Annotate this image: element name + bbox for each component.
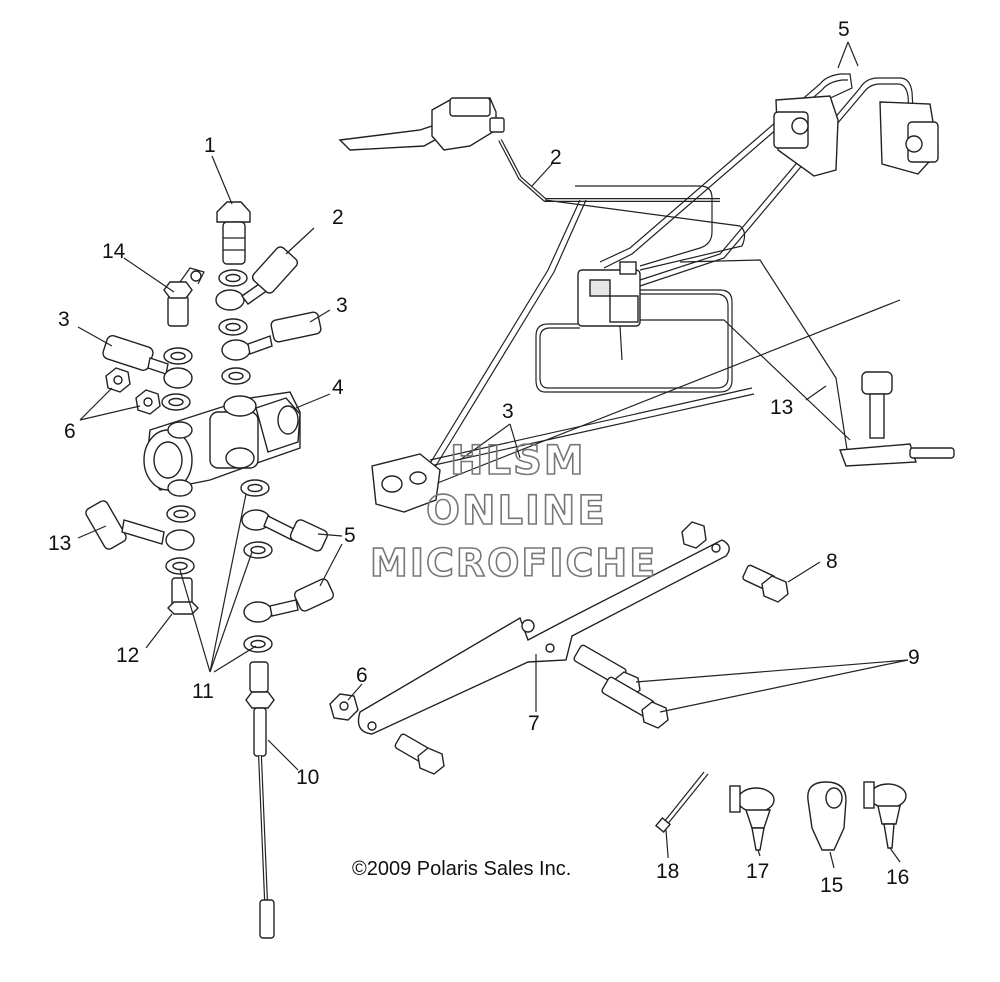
part-14-brake-switch <box>163 267 205 327</box>
callout-6-left: 6 <box>64 420 76 443</box>
callout-16: 16 <box>886 866 909 889</box>
callout-8: 8 <box>826 550 838 573</box>
part-10-brake-hose <box>245 661 275 939</box>
front-brake-caliper <box>371 453 441 513</box>
callout-5-left: 5 <box>344 524 356 547</box>
part-12-banjo-bolt <box>167 577 199 615</box>
routed-brake-line-2 <box>498 139 720 202</box>
leader-lines-left <box>77 155 343 771</box>
part-13-brake-hose-fitting-left <box>85 500 165 550</box>
part-15-clip <box>807 781 847 851</box>
callout-1: 1 <box>204 134 216 157</box>
part-11-washer-stack-lower <box>165 479 273 653</box>
callout-6-lower: 6 <box>356 664 368 687</box>
callout-9: 9 <box>908 646 920 669</box>
leader-lines-lower <box>347 561 909 713</box>
copyright-notice: ©2009 Polaris Sales Inc. <box>352 858 571 880</box>
watermark: HLSM ONLINE MICROFICHE <box>369 437 657 586</box>
part-2-brake-hose-fitting <box>215 246 299 311</box>
callout-17: 17 <box>746 860 769 883</box>
callout-2-left: 2 <box>332 206 344 229</box>
callout-15: 15 <box>820 874 843 897</box>
routed-brake-lines-network <box>419 73 915 487</box>
part-18-cable-tie <box>654 771 709 857</box>
callout-11: 11 <box>192 680 214 703</box>
foot-master-cylinder <box>839 371 955 467</box>
callout-3-left: 3 <box>58 308 70 331</box>
bolt-lower-left <box>394 733 445 775</box>
rear-caliper-brackets <box>773 95 939 177</box>
hand-master-cylinder-lever <box>338 97 505 151</box>
part-11-washer-stack-center <box>218 269 251 385</box>
callout-2-upper: 2 <box>550 146 562 169</box>
callout-12: 12 <box>116 644 139 667</box>
callout-3-center: 3 <box>502 400 514 423</box>
watermark-line-2: ONLINE <box>426 488 607 534</box>
callout-18: 18 <box>656 860 679 883</box>
part-16-clip <box>863 781 907 849</box>
callout-3-left-upper: 3 <box>336 294 348 317</box>
part-9-bolts <box>573 644 669 729</box>
part-7-brake-line-bracket <box>357 539 730 735</box>
part-6-nut-lower <box>329 521 707 721</box>
callout-numbers: 1 2 14 3 3 4 6 13 5 12 11 10 5 2 3 13 8 … <box>48 18 920 897</box>
part-17-clip <box>729 785 775 851</box>
part-3-brake-hose-fitting-upper <box>221 311 322 361</box>
callout-7: 7 <box>528 712 540 735</box>
part-8-bolt <box>742 564 789 603</box>
callout-5-upper: 5 <box>838 18 850 41</box>
part-5-brake-hose-fittings <box>241 509 335 623</box>
watermark-line-1: HLSM <box>450 438 586 484</box>
part-1-banjo-bolt <box>216 201 251 265</box>
callout-4: 4 <box>332 376 344 399</box>
leader-lines-clips <box>667 847 901 869</box>
callout-13-left: 13 <box>48 532 71 555</box>
callout-10: 10 <box>296 766 319 789</box>
callout-13-right: 13 <box>770 396 793 419</box>
part-3-brake-hose-fitting-left <box>102 335 193 411</box>
leader-lines-upper <box>459 41 859 461</box>
proportioning-valve-installed <box>577 261 641 361</box>
part-4-proportioning-valve-block <box>143 391 301 497</box>
watermark-line-3: MICROFICHE <box>370 541 657 585</box>
part-6-nuts-left <box>105 367 161 415</box>
callout-14: 14 <box>102 240 126 263</box>
